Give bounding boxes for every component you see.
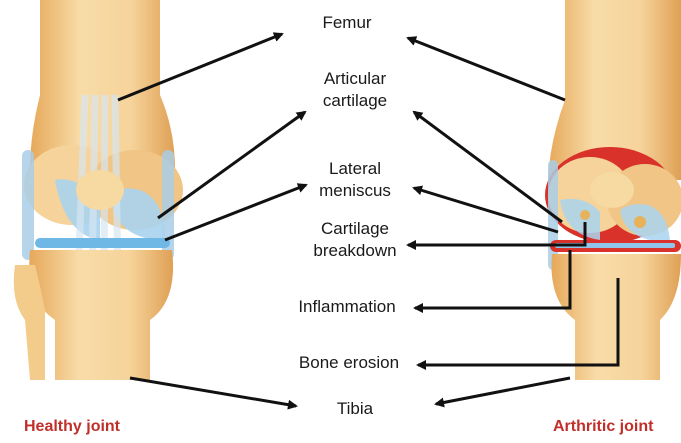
healthy-knee-illustration [14,0,183,380]
label-articular-cartilage-line1: Articular [300,68,410,90]
arrow-cartilage-left [158,112,305,218]
caption-healthy-joint: Healthy joint [24,418,120,436]
arrow-meniscus-right [414,188,558,232]
arrow-tibia-right [436,378,570,404]
label-cartilage-breakdown-line1: Cartilage [300,218,410,240]
arrow-inflammation [415,250,570,308]
arrow-femur-right [408,38,565,100]
label-lateral-meniscus-line2: meniscus [300,180,410,202]
caption-arthritic-joint: Arthritic joint [553,418,653,436]
label-lateral-meniscus-line1: Lateral [300,158,410,180]
label-inflammation: Inflammation [284,296,410,318]
arrow-cartilage-right [414,112,562,222]
label-articular-cartilage-line2: cartilage [300,90,410,112]
arrow-meniscus-left [165,185,306,240]
label-cartilage-breakdown: Cartilage breakdown [300,218,410,262]
label-bone-erosion: Bone erosion [284,352,414,374]
label-tibia: Tibia [325,398,385,420]
arrow-tibia-left [130,378,296,406]
label-lateral-meniscus: Lateral meniscus [300,158,410,202]
label-articular-cartilage: Articular cartilage [300,68,410,112]
label-femur: Femur [312,12,382,34]
label-cartilage-breakdown-line2: breakdown [300,240,410,262]
arthritic-knee-illustration [545,0,681,380]
